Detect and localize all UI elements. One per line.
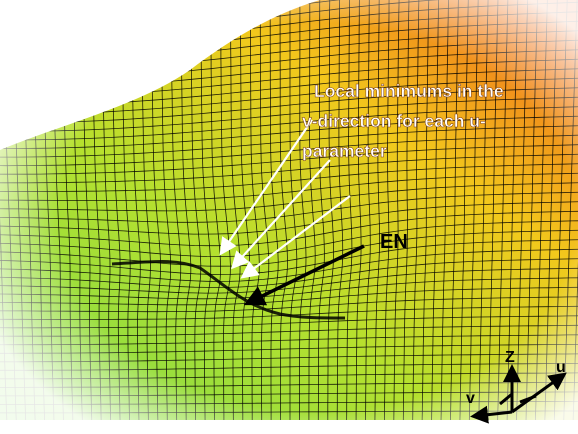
v-label: v	[466, 390, 475, 407]
u-axis	[511, 372, 567, 414]
u-label: u	[556, 359, 566, 376]
triad-stroke-a	[519, 394, 537, 404]
annotation-line-2: v-direction for each u-	[302, 111, 486, 131]
axis-triad	[470, 364, 567, 424]
white-arrow-3	[240, 195, 351, 279]
triad-stroke-b	[499, 392, 513, 406]
annotation-line-1: Local minimums in the	[314, 81, 504, 101]
annotation-line-3: parameter	[302, 141, 387, 161]
white-arrow-1	[219, 119, 313, 256]
annotation-text: Local minimums in the v-direction for ea…	[302, 81, 504, 162]
white-arrow-2	[231, 159, 331, 270]
z-label: Z	[505, 349, 515, 366]
v-axis	[470, 405, 513, 424]
en-arrow	[243, 244, 365, 306]
en-label: EN	[380, 231, 408, 253]
white-arrows	[219, 119, 351, 279]
